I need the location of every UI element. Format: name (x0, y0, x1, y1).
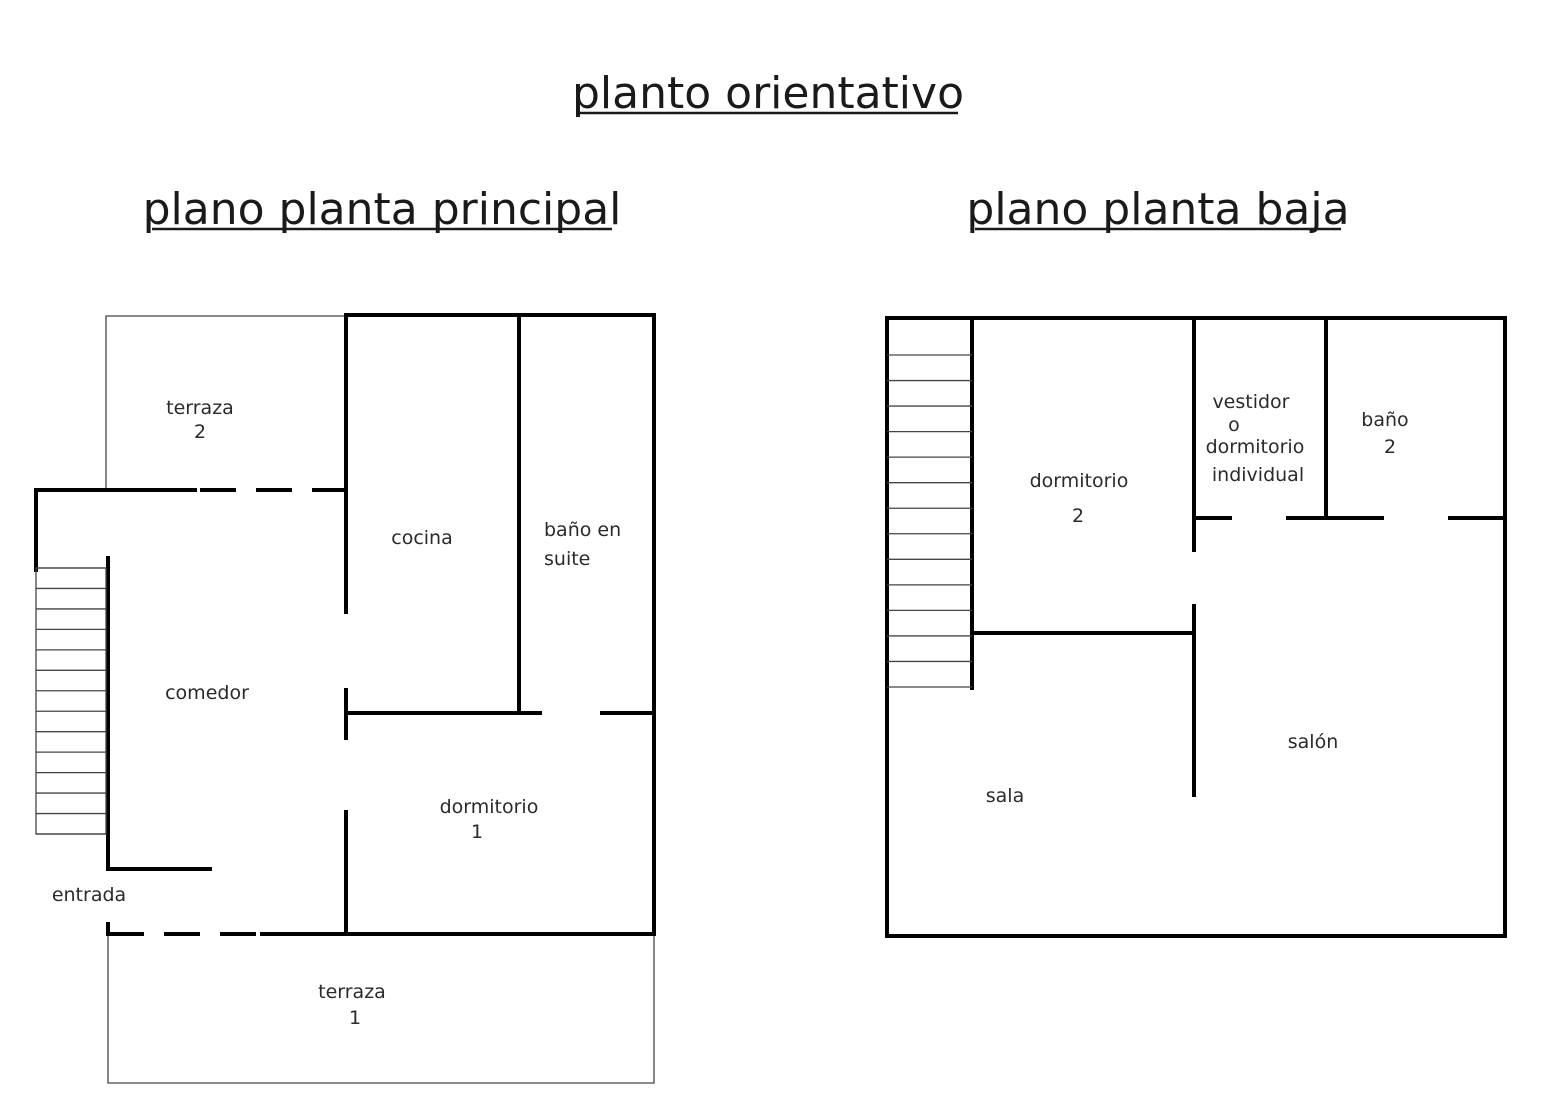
label-salon: salón (1288, 731, 1339, 753)
baja-title: plano planta baja (966, 184, 1349, 235)
label-sala: sala (986, 785, 1024, 807)
terraza1-outline (107, 934, 655, 1084)
label-terraza1: terraza 1 (318, 981, 392, 1029)
principal-title: plano planta principal (143, 184, 622, 235)
label-comedor: comedor (165, 682, 249, 704)
label-terraza2: terraza 2 (166, 397, 240, 443)
label-dormitorio2: dormitorio 2 (1030, 470, 1135, 527)
plan-principal: terraza 2 cocina baño en suite comedor d… (34, 313, 656, 1084)
label-dormitorio1: dormitorio 1 (440, 796, 545, 843)
label-cocina: cocina (391, 527, 452, 549)
principal-outer-wall (344, 313, 656, 936)
staircase-baja (887, 354, 972, 688)
terraza2-outline (105, 315, 346, 490)
comedor-wall (106, 556, 212, 871)
main-title: planto orientativo (572, 68, 964, 119)
label-bano-suite: baño en suite (544, 519, 627, 570)
label-bano2: baño 2 (1361, 409, 1414, 458)
label-vestidor: vestidor o dormitorio individual (1206, 391, 1311, 486)
plan-baja: dormitorio 2 vestidor o dormitorio indiv… (885, 316, 1507, 938)
label-entrada: entrada (52, 884, 126, 906)
principal-left-wall (34, 488, 197, 572)
staircase-principal (35, 567, 107, 835)
stair-frame (35, 567, 107, 835)
